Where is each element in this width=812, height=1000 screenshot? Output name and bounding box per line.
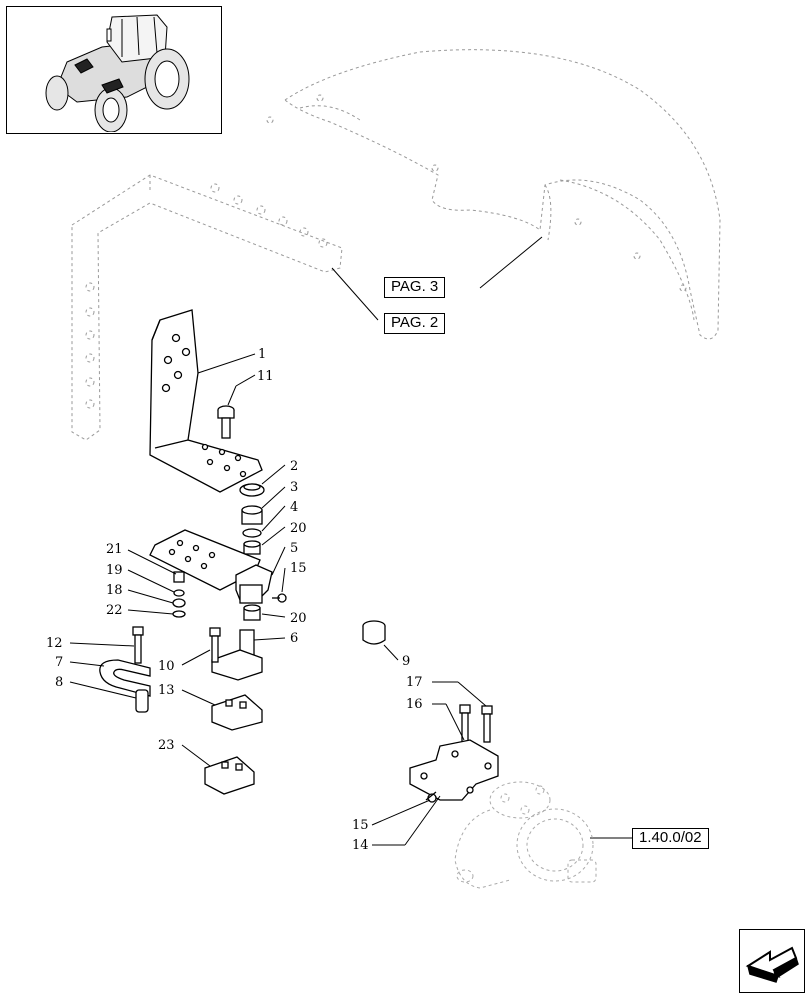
callout-15-lower: 15 [352, 818, 369, 833]
callout-leaders [69, 353, 487, 846]
part-10-screw [209, 627, 221, 663]
part-19-washer [173, 589, 185, 597]
callout-20-lower: 20 [290, 611, 307, 626]
callout-23: 23 [158, 738, 175, 753]
callout-10: 10 [158, 659, 175, 674]
callout-6: 6 [290, 631, 298, 646]
part-13-block [211, 694, 263, 731]
callout-3: 3 [290, 480, 298, 495]
callout-8: 8 [55, 675, 63, 690]
part-2-ring [239, 483, 265, 497]
next-page-button[interactable] [739, 929, 805, 993]
part-8-pin [135, 689, 149, 713]
part-15-grease-nipple-upper [272, 593, 287, 603]
part-1-bracket [149, 309, 263, 493]
page-reference-pag3[interactable]: PAG. 3 [384, 277, 446, 298]
callout-9: 9 [402, 654, 410, 669]
part-21-nut [173, 571, 185, 583]
callout-4: 4 [290, 500, 298, 515]
callout-21: 21 [106, 542, 123, 557]
callout-20-upper: 20 [290, 521, 307, 536]
callout-14: 14 [352, 838, 369, 853]
next-page-arrow-icon [745, 946, 799, 983]
page-reference-pag2[interactable]: PAG. 2 [384, 313, 446, 334]
part-17-bolt [481, 705, 493, 743]
callout-5: 5 [290, 541, 298, 556]
part-9-cap [362, 620, 386, 645]
tractor-icon [45, 14, 190, 133]
callout-12: 12 [46, 636, 63, 651]
part-20-ring-upper [243, 540, 261, 555]
part-3-bushing [241, 505, 263, 525]
part-16-bolt [459, 704, 471, 744]
callout-19: 19 [106, 563, 123, 578]
callout-22: 22 [106, 603, 123, 618]
callout-13: 13 [158, 683, 175, 698]
callout-labels: 1 11 2 3 4 20 5 15 20 6 21 19 18 22 12 7… [46, 347, 423, 853]
callout-17: 17 [406, 675, 423, 690]
part-12-bolt [132, 626, 144, 664]
part-4-washer [242, 528, 262, 538]
callout-11: 11 [257, 369, 274, 384]
callout-7: 7 [55, 655, 63, 670]
steering-hub-outline [454, 781, 597, 889]
part-6-pin [211, 629, 263, 681]
part-22-washer [172, 610, 186, 618]
callout-1: 1 [258, 347, 266, 362]
callout-16: 16 [406, 697, 423, 712]
group-reference[interactable]: 1.40.0/02 [632, 828, 709, 849]
part-11-bolt [217, 405, 235, 439]
callout-2: 2 [290, 459, 298, 474]
frame-bracket-outline [71, 174, 343, 441]
part-5-housing [235, 564, 273, 604]
part-23-block [204, 756, 255, 795]
fender-outline [266, 49, 721, 340]
callout-18: 18 [106, 583, 123, 598]
callout-15-upper: 15 [290, 561, 307, 576]
part-20-ring-lower [243, 604, 261, 621]
tractor-thumbnail [6, 6, 222, 134]
part-18-spacer [172, 598, 186, 608]
part-14-bracket [409, 739, 499, 801]
